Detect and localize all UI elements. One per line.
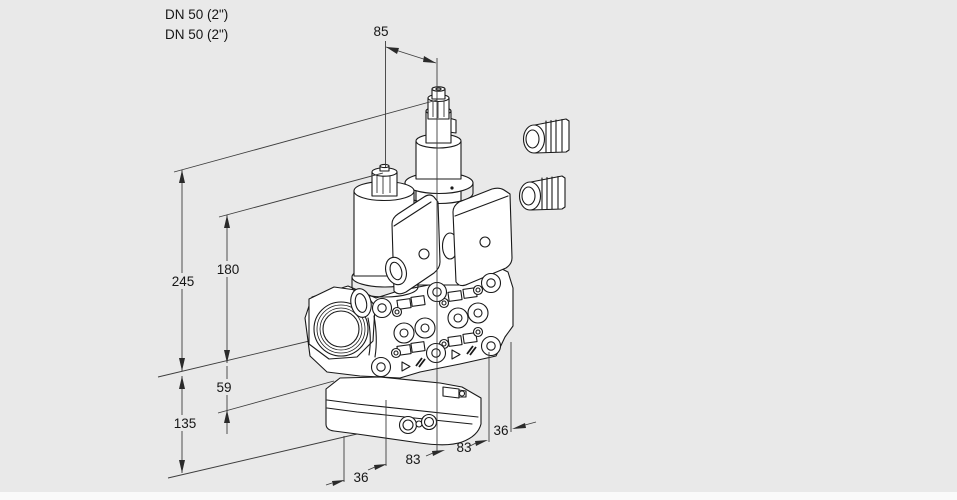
dimension-180: 180: [212, 215, 243, 363]
valve-drawing: [304, 86, 570, 446]
flow-direction-triangle-1: [401, 361, 411, 372]
ext-line-245-top: [173, 99, 438, 173]
base-stub-dot: [458, 390, 466, 397]
dimension-bottom-36-left: 36: [325, 470, 369, 486]
left-skirt-depth: [351, 276, 419, 298]
right-cover-plate: [452, 187, 513, 287]
hatch-mark-2: [466, 345, 477, 356]
right-cover-band: [454, 195, 509, 217]
hatch-mark-1: [415, 357, 426, 368]
dim-label-180: 180: [217, 262, 240, 277]
dimension-59: 59: [211, 366, 238, 434]
ext-line-180-top: [218, 172, 384, 218]
terminal-block: [462, 332, 478, 344]
base-connector-1: [398, 415, 418, 435]
terminal-block: [410, 295, 426, 307]
right-cover-hole: [479, 236, 491, 248]
right-cover: [441, 187, 513, 287]
flange-thread-1: [316, 304, 366, 354]
terminal-block: [447, 335, 463, 347]
right-hex-facets: [432, 100, 445, 118]
base-stub-connector: [442, 386, 460, 399]
left-cover: [385, 194, 441, 295]
cable-gland-1: [522, 118, 570, 154]
large-bosses: [393, 302, 489, 344]
terminal-block: [447, 290, 463, 302]
dimension-bottom-36-right: 36: [469, 421, 537, 447]
left-actuator: [351, 163, 419, 298]
flange-thread-2: [319, 307, 363, 351]
right-cylinder: [415, 141, 462, 180]
cable-gland-2-bore: [521, 186, 536, 206]
left-hex-facets: [376, 174, 391, 194]
port-labels: DN 50 (2") DN 50 (2"): [165, 7, 228, 42]
dimension-85: 85: [373, 24, 438, 452]
cable-gland-2-face: [518, 181, 542, 211]
dimension-245: 245: [166, 170, 200, 371]
dim-label-36-left: 36: [353, 470, 368, 485]
base-connector-1-inner: [402, 419, 414, 431]
left-cover-hole: [418, 248, 430, 260]
terminal-block: [396, 298, 412, 310]
flange-arm: [373, 315, 377, 358]
flange-bore: [322, 310, 360, 348]
dim-label-59: 59: [216, 380, 231, 395]
dim-label-83-second: 83: [456, 440, 471, 455]
right-skirt-dot: [450, 186, 454, 190]
dimension-bottom-83-second: 83: [425, 440, 472, 457]
dim-label-85: 85: [373, 24, 388, 39]
base-connector-2: [420, 413, 438, 431]
base-connector-2-inner: [423, 416, 435, 428]
base-box-outline: [325, 376, 482, 446]
cable-gland-1-bore: [525, 129, 540, 149]
left-cover-hinge-inner: [389, 261, 403, 281]
left-cover-band: [393, 201, 432, 227]
base-box-seam-1: [326, 399, 479, 418]
flange-arm-2: [367, 317, 371, 356]
body-bottom-reference-line: [217, 380, 335, 414]
left-cap-boss-top: [379, 163, 390, 169]
oval-port: [350, 288, 372, 318]
right-top-pin-hole: [435, 87, 442, 91]
cable-gland-2: [518, 175, 566, 211]
dimension-bottom-83-first: 83: [367, 452, 421, 471]
flow-direction-triangle-2: [451, 349, 461, 360]
cable-gland-1-face: [522, 124, 546, 154]
port-label-1: DN 50 (2"): [165, 7, 228, 22]
right-top-pin-top: [431, 86, 446, 92]
base-bottom-reference-line: [167, 433, 358, 479]
dim-label-135: 135: [174, 416, 197, 431]
terminal-block: [410, 341, 426, 353]
dimension-layer: 85 245 180 59: [166, 24, 537, 486]
base-box: [325, 376, 482, 446]
dim-label-245: 245: [172, 274, 195, 289]
dim-label-83-first: 83: [405, 452, 420, 467]
dim-label-36-right: 36: [493, 423, 508, 438]
port-label-2: DN 50 (2"): [165, 27, 228, 42]
dimension-135: 135: [167, 376, 201, 473]
page-bottom-strip: [0, 492, 957, 500]
